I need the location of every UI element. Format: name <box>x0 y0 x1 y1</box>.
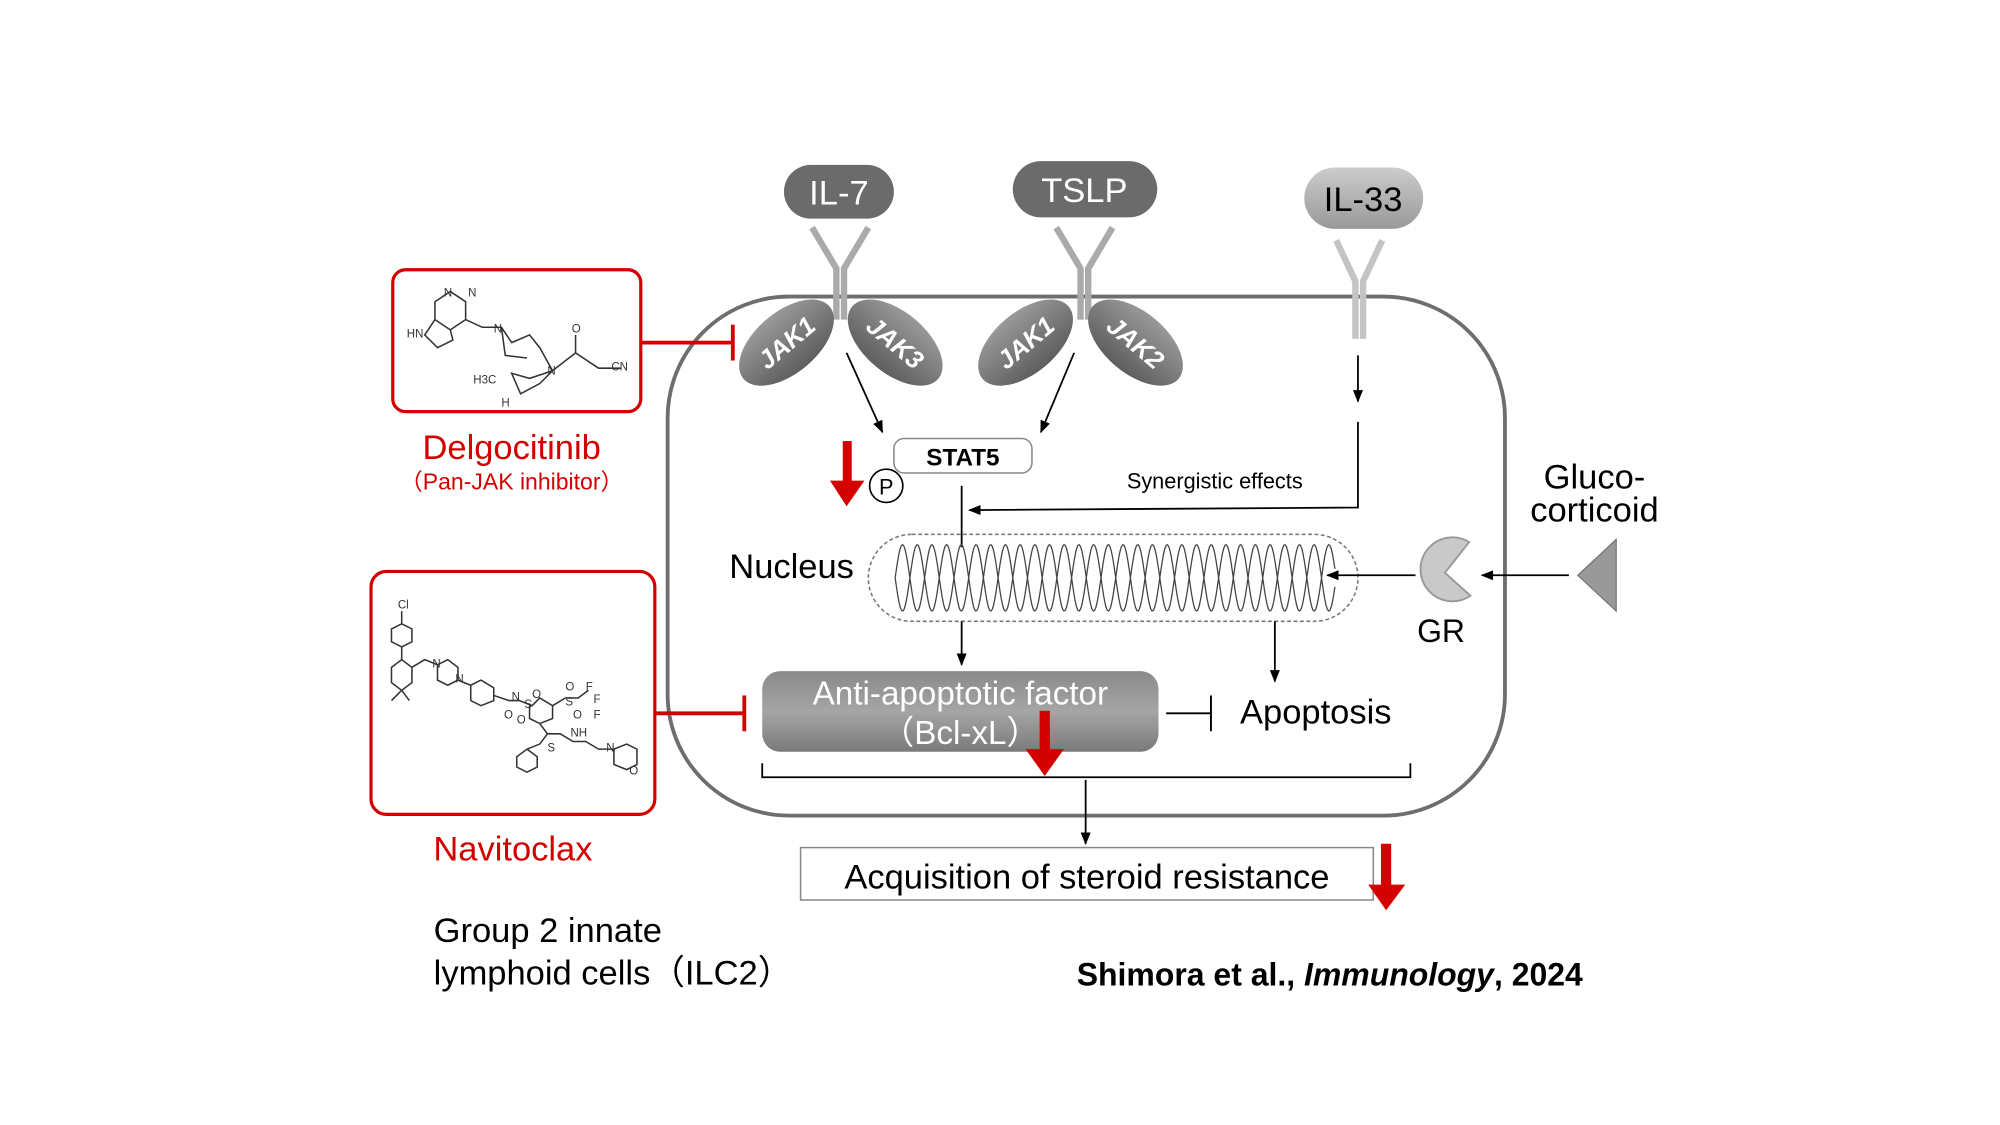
atom-label: O <box>504 709 513 721</box>
outcome-label: Acquisition of steroid resistance <box>844 858 1329 896</box>
atom-label: O <box>532 689 541 701</box>
navitoclax-label: Navitoclax <box>433 830 592 868</box>
citation-year: , 2024 <box>1494 957 1583 993</box>
red-down-arrow-bclxl <box>1025 710 1064 776</box>
ligand-il7: IL-7 <box>783 164 894 219</box>
ligand-il33-label: IL-33 <box>1324 181 1403 219</box>
atom-label: N <box>547 366 555 378</box>
atom-label: CN <box>611 362 628 374</box>
ligand-il33: IL-33 <box>1304 167 1424 229</box>
ilc2-label: lymphoid cells（ILC2） <box>434 954 793 992</box>
citation: Shimora et al., Immunology, 2024 <box>1077 957 1583 993</box>
navitoclax-inhibition <box>654 695 747 732</box>
atom-label: H3C <box>473 375 496 387</box>
arrow-jak-to-stat5 <box>845 352 884 434</box>
synergistic-effects-label: Synergistic effects <box>1127 468 1303 493</box>
outcome-box: Acquisition of steroid resistance <box>799 846 1375 901</box>
delgocitinib-inhibition <box>642 324 735 361</box>
anti-apoptotic-factor-box: Anti-apoptotic factor （Bcl-xL） <box>762 671 1159 752</box>
atom-label: N <box>494 323 502 335</box>
atom-label: O <box>572 323 581 335</box>
atom-label: Cl <box>398 600 409 612</box>
gr-label: GR <box>1417 613 1465 649</box>
ligand-il7-label: IL-7 <box>809 175 868 213</box>
citation-journal: Immunology <box>1304 957 1496 993</box>
pan-jak-inhibitor-label: （Pan-JAK inhibitor） <box>400 469 624 495</box>
tslp-receptor <box>1053 225 1116 320</box>
dna-helix <box>894 543 1336 612</box>
atom-label: N <box>444 288 452 300</box>
citation-authors: Shimora et al., <box>1077 957 1304 993</box>
atom-label: NH <box>570 727 587 739</box>
jak1-il7: JAK1 <box>739 299 834 386</box>
phospho-circle: P <box>868 468 904 504</box>
atom-label: N <box>432 658 440 670</box>
arrow-synergistic <box>968 421 1359 516</box>
delgocitinib-structure: N N HN N O N CN H3C H <box>391 268 643 414</box>
stat5-box: STAT5 <box>893 437 1033 474</box>
atom-label: F <box>593 709 600 721</box>
jak3: JAK3 <box>847 299 943 386</box>
arrow-jak-to-stat5 <box>1040 352 1075 434</box>
glucocorticoid-label: corticoid <box>1530 492 1658 530</box>
atom-label: H <box>501 398 509 410</box>
atom-label: S <box>547 743 555 755</box>
atom-label: N <box>455 674 463 686</box>
atom-label: HN <box>407 329 424 341</box>
glucocorticoid-triangle-icon <box>1576 538 1617 613</box>
jak2: JAK2 <box>1088 299 1183 386</box>
anti-apoptotic-label: Anti-apoptotic factor <box>813 675 1108 712</box>
gr-receptor-icon <box>1419 536 1473 603</box>
atom-label: O <box>573 709 582 721</box>
atom-label: N <box>512 692 520 704</box>
glucocorticoid-label: Gluco- <box>1544 458 1646 496</box>
atom-label: N <box>468 288 476 300</box>
stat5-label: STAT5 <box>926 444 999 471</box>
il7-receptor <box>809 225 872 320</box>
bcl-xl-label: （Bcl-xL） <box>881 715 1040 752</box>
red-down-arrow-outcome <box>1368 843 1406 911</box>
atom-label: F <box>593 694 600 706</box>
ligand-tslp: TSLP <box>1012 161 1158 218</box>
atom-label: S <box>524 699 532 711</box>
red-down-arrow-stat5 <box>829 441 865 507</box>
inhibition-apoptosis <box>1166 695 1212 732</box>
il33-receptor <box>1333 238 1386 339</box>
atom-label: N <box>606 743 614 755</box>
atom-label: O <box>629 766 638 778</box>
ligand-tslp-label: TSLP <box>1041 172 1127 210</box>
atom-label: O <box>517 715 526 727</box>
bracket <box>761 763 1412 779</box>
atom-label: S <box>565 697 573 709</box>
jak1-tslp: JAK1 <box>978 299 1073 386</box>
delgocitinib-label: Delgocitinib <box>422 429 600 467</box>
atom-label: F <box>586 681 593 693</box>
navitoclax-structure: Cl N N O N S O O S F F F O O NH S N O <box>369 569 657 816</box>
nucleus-label: Nucleus <box>729 548 854 586</box>
atom-label: O <box>565 681 574 693</box>
phospho-label: P <box>879 475 894 500</box>
apoptosis-label: Apoptosis <box>1240 694 1392 732</box>
nucleus <box>867 533 1359 623</box>
ilc2-label: Group 2 innate <box>434 912 662 950</box>
